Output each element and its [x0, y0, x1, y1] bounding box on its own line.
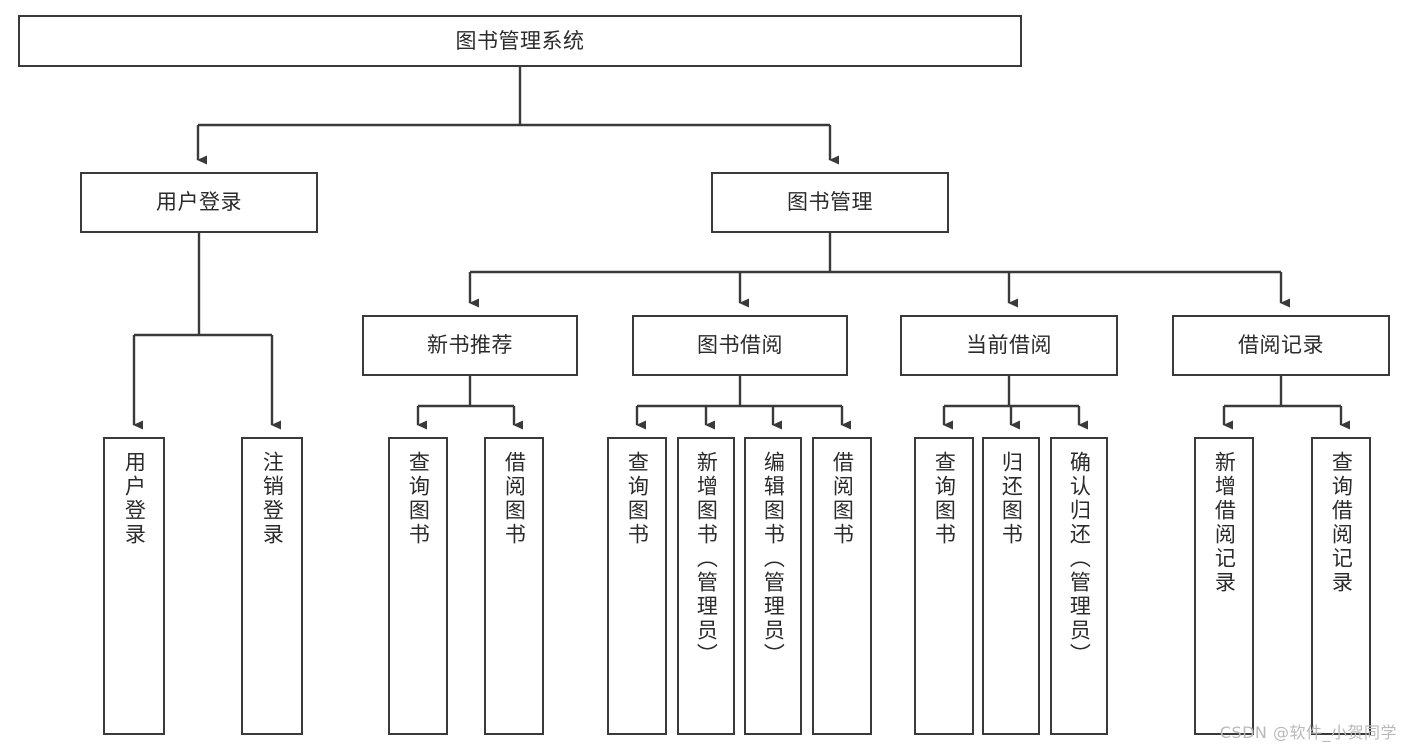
- node-leaf-currentborrow-confirm-return-admin-label: 确认归还（管理员）: [1067, 451, 1092, 667]
- node-leaf-currentborrow-confirm-return-admin[interactable]: 确认归还（管理员）: [1050, 437, 1108, 735]
- node-leaf-currentborrow-query-books[interactable]: 查询图书: [914, 437, 974, 735]
- node-leaf-borrowrecord-add-record-label: 新增借阅记录: [1212, 451, 1237, 595]
- node-leaf-bookborrow-add-book-admin-label: 新增图书（管理员）: [694, 451, 719, 667]
- node-leaf-user-logout[interactable]: 注销登录: [241, 437, 303, 735]
- csdn-watermark: CSDN @软件_小贺同学: [1219, 723, 1397, 742]
- node-leaf-bookborrow-query-books-label: 查询图书: [625, 451, 650, 547]
- node-leaf-newbook-borrow-books-label: 借阅图书: [502, 451, 527, 547]
- node-leaf-user-login[interactable]: 用户登录: [103, 437, 165, 735]
- node-leaf-newbook-query-books-label: 查询图书: [406, 451, 431, 547]
- node-leaf-currentborrow-return-books-label: 归还图书: [999, 451, 1024, 547]
- node-leaf-bookborrow-edit-book-admin[interactable]: 编辑图书（管理员）: [744, 437, 802, 735]
- node-new-book-recommend[interactable]: 新书推荐: [362, 315, 578, 376]
- node-leaf-bookborrow-borrow-books-label: 借阅图书: [830, 451, 855, 547]
- node-root-label: 图书管理系统: [455, 28, 585, 53]
- node-leaf-currentborrow-return-books[interactable]: 归还图书: [982, 437, 1040, 735]
- node-book-management[interactable]: 图书管理: [711, 172, 949, 233]
- node-new-book-recommend-label: 新书推荐: [427, 333, 513, 358]
- node-leaf-bookborrow-query-books[interactable]: 查询图书: [607, 437, 667, 735]
- node-book-borrow-label: 图书借阅: [697, 333, 783, 358]
- node-borrow-record-label: 借阅记录: [1238, 333, 1324, 358]
- node-leaf-user-logout-label: 注销登录: [260, 451, 285, 547]
- node-book-borrow[interactable]: 图书借阅: [632, 315, 848, 376]
- node-leaf-currentborrow-query-books-label: 查询图书: [932, 451, 957, 547]
- node-leaf-bookborrow-edit-book-admin-label: 编辑图书（管理员）: [761, 451, 786, 667]
- node-leaf-borrowrecord-query-record[interactable]: 查询借阅记录: [1311, 437, 1371, 735]
- node-root-book-management-system[interactable]: 图书管理系统: [18, 15, 1022, 67]
- node-user-login-label: 用户登录: [156, 190, 242, 215]
- node-leaf-borrowrecord-add-record[interactable]: 新增借阅记录: [1194, 437, 1254, 735]
- node-book-management-label: 图书管理: [787, 190, 873, 215]
- node-leaf-bookborrow-add-book-admin[interactable]: 新增图书（管理员）: [677, 437, 735, 735]
- node-current-borrow[interactable]: 当前借阅: [900, 315, 1118, 376]
- node-leaf-newbook-borrow-books[interactable]: 借阅图书: [484, 437, 544, 735]
- node-leaf-bookborrow-borrow-books[interactable]: 借阅图书: [812, 437, 872, 735]
- node-user-login[interactable]: 用户登录: [80, 172, 318, 233]
- node-leaf-borrowrecord-query-record-label: 查询借阅记录: [1329, 451, 1354, 595]
- node-borrow-record[interactable]: 借阅记录: [1172, 315, 1390, 376]
- node-current-borrow-label: 当前借阅: [966, 333, 1052, 358]
- node-leaf-newbook-query-books[interactable]: 查询图书: [388, 437, 448, 735]
- node-leaf-user-login-label: 用户登录: [122, 451, 147, 547]
